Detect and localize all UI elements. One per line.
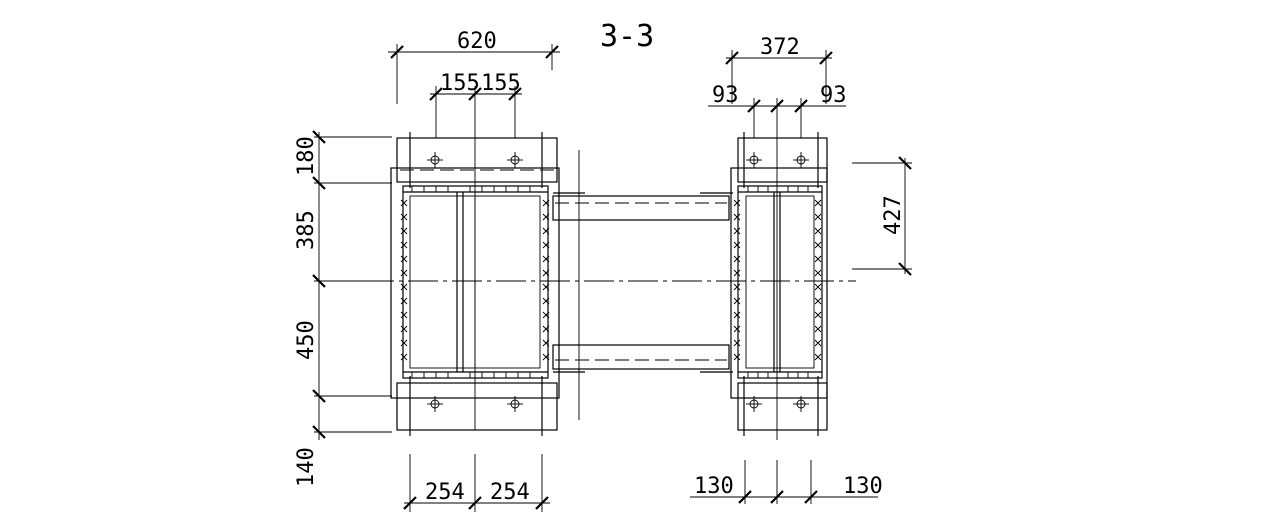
dim-385-label: 385: [294, 210, 319, 250]
section-title: 3-3: [600, 19, 654, 54]
left-column: [320, 132, 856, 436]
dim-450-label: 450: [294, 320, 319, 360]
dim-155-right-label: 155: [481, 71, 521, 96]
dim-372-label: 372: [760, 35, 800, 60]
connecting-beams: [552, 150, 733, 420]
dim-620-label: 620: [457, 29, 497, 54]
dim-left-bottom: 254 254: [403, 454, 550, 512]
dim-93-left-label: 93: [712, 83, 739, 108]
dim-right-top: 372 93 93: [708, 35, 847, 138]
dim-left-vertical: 180 385 450 140: [294, 130, 392, 487]
dim-left-top: 620 155 155: [388, 29, 560, 138]
left-weld-hatch: [400, 186, 550, 378]
dim-130-left-label: 130: [694, 474, 734, 499]
dim-right-vertical: 427: [852, 156, 912, 276]
dim-140-label: 140: [294, 447, 319, 487]
dim-93-right-label: 93: [820, 83, 847, 108]
dim-254-left-label: 254: [425, 480, 465, 505]
right-weld-hatch: [733, 186, 822, 378]
dim-155-left-label: 155: [440, 71, 480, 96]
dim-427-label: 427: [881, 195, 906, 235]
right-column: [730, 132, 828, 440]
dim-254-right-label: 254: [490, 480, 530, 505]
dim-130-right-label: 130: [843, 474, 883, 499]
dim-180-label: 180: [294, 136, 319, 176]
dim-right-bottom: 130 130: [690, 460, 883, 504]
